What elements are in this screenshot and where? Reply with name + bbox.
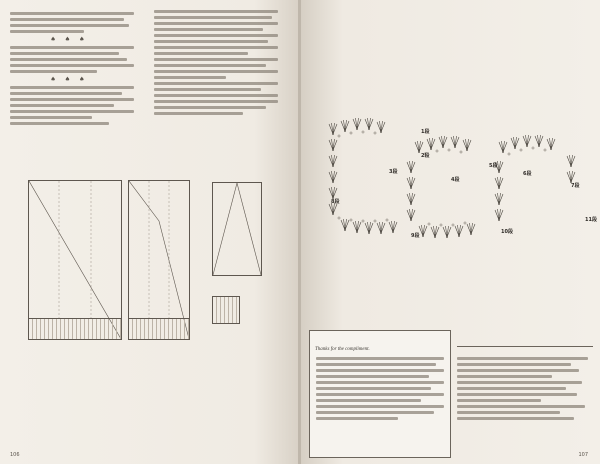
front-piece-schematic <box>128 180 190 340</box>
right-page-number: 107 <box>578 452 588 458</box>
sleeve-schematic <box>212 182 262 276</box>
reader-note-box: Thanks for the compliment. <box>309 330 451 458</box>
chart-row-label: 9段 <box>411 233 420 239</box>
chart-row-label: 11段 <box>585 217 597 223</box>
colophon <box>457 330 593 456</box>
ribbing-band <box>129 318 189 339</box>
chart-row-label: 2段 <box>421 153 430 159</box>
chart-row-label: 5段 <box>489 163 498 169</box>
chart-row-label: 7段 <box>571 183 580 189</box>
section-divider: ♠♠♠ <box>50 36 94 43</box>
left-page-number: 106 <box>10 452 20 458</box>
back-piece-schematic <box>28 180 122 340</box>
left-text-column-2 <box>154 10 278 118</box>
chart-row-label: 4段 <box>451 177 460 183</box>
left-page: ♠♠♠ ♠♠♠ <box>0 0 299 464</box>
chart-row-label: 8段 <box>331 199 340 205</box>
chart-row-label: 1段 <box>421 129 430 135</box>
ribbing-band <box>213 296 239 323</box>
note-body <box>316 357 444 423</box>
note-subtitle: Thanks for the compliment. <box>315 347 370 352</box>
chart-row-label: 6段 <box>523 171 532 177</box>
chart-row-label: 3段 <box>389 169 398 175</box>
left-text-column-1: ♠♠♠ ♠♠♠ <box>10 10 134 128</box>
section-divider: ♠♠♠ <box>50 76 94 83</box>
book-gutter <box>298 0 302 464</box>
colophon-title <box>457 336 593 347</box>
colophon-code <box>457 349 593 355</box>
chart-row-label: 10段 <box>501 229 513 235</box>
ribbing-band <box>29 318 121 339</box>
right-page: 1段 2段 3段 4段 5段 6段 7段 8段 9段 10段 11段 Thanks for the … <box>301 0 600 464</box>
collar-schematic <box>212 296 240 324</box>
